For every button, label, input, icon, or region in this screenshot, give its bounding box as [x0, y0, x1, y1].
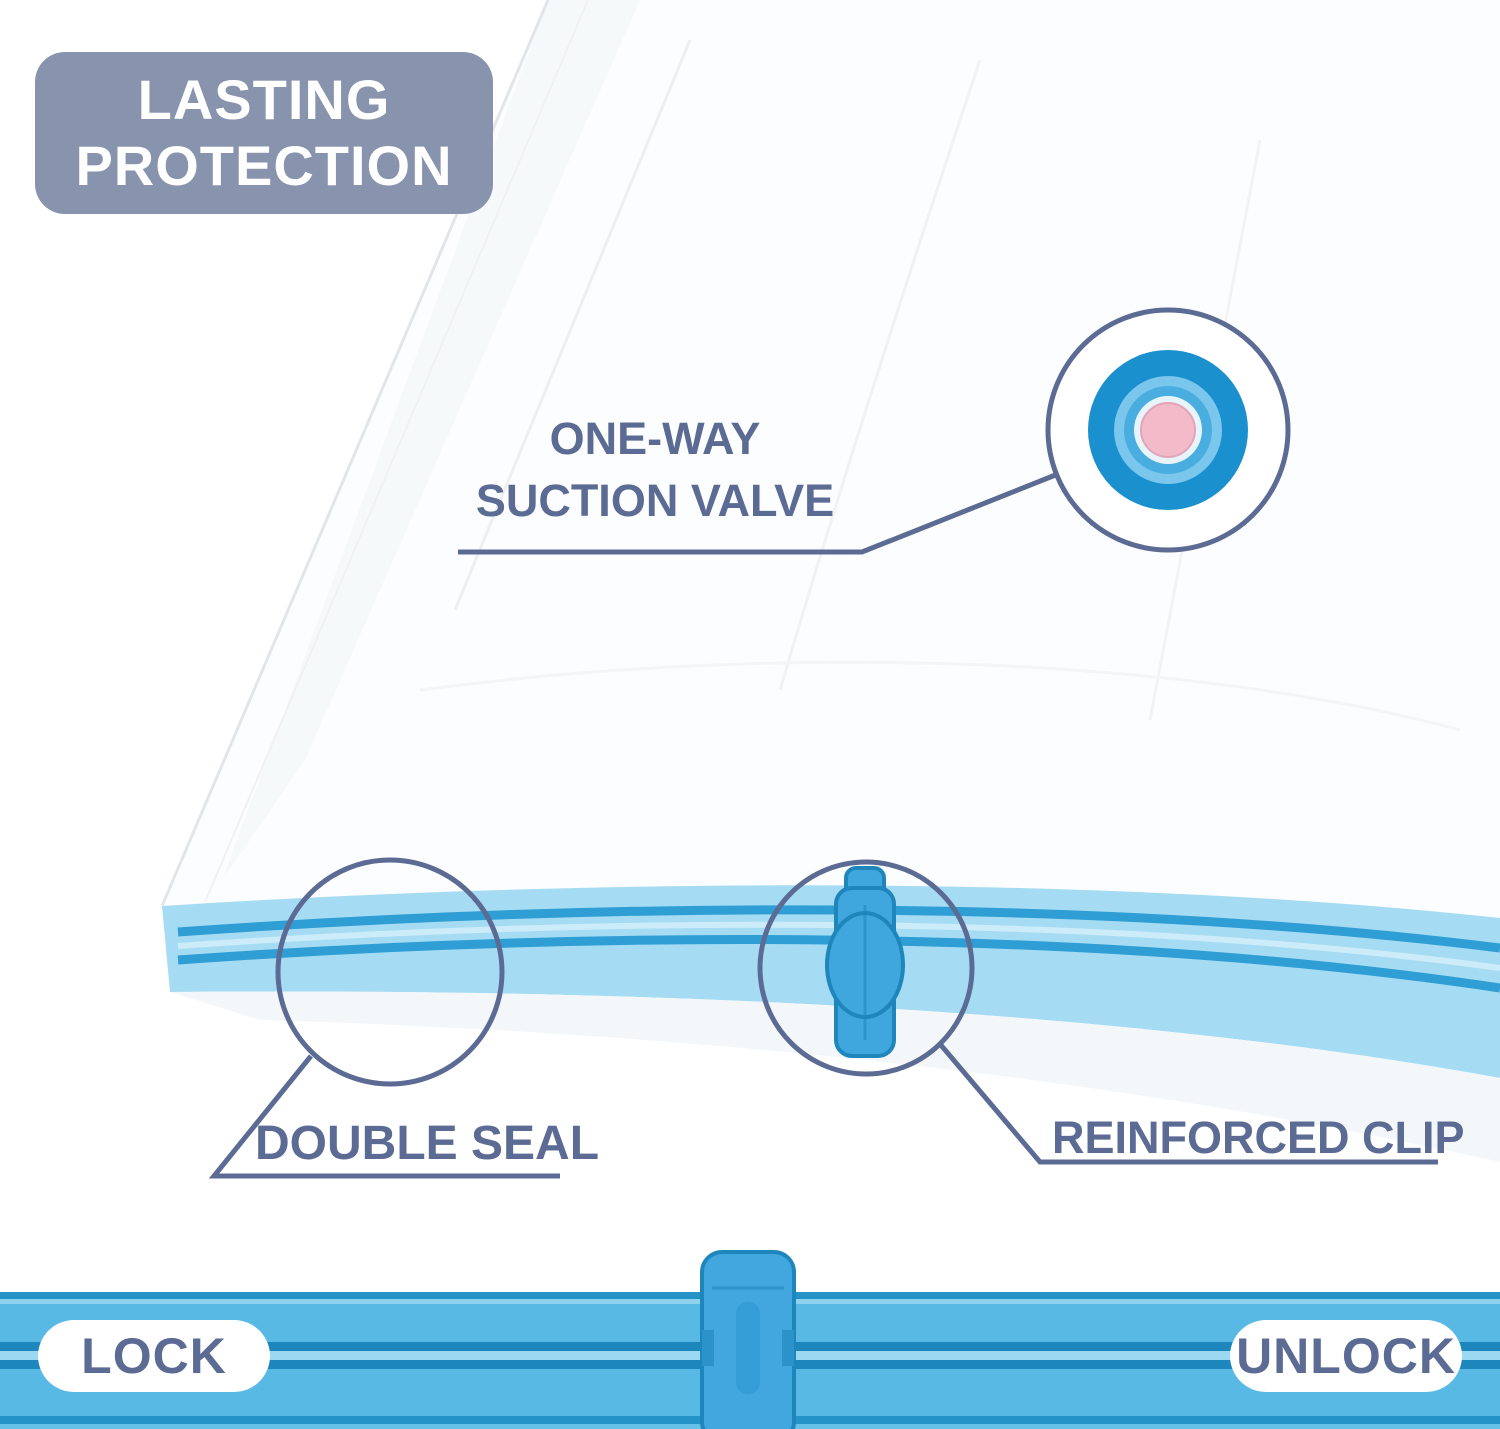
badge-line2: PROTECTION [75, 134, 453, 197]
double-seal-label: DOUBLE SEAL [255, 1117, 600, 1170]
lock-label: LOCK [81, 1328, 227, 1384]
suction-valve-icon [1088, 350, 1248, 510]
suction-valve-label-line2: SUCTION VALVE [475, 475, 835, 527]
suction-valve-label-line1: ONE-WAY [549, 413, 761, 464]
lock-pill: LOCK [38, 1320, 270, 1392]
lasting-protection-badge: LASTING PROTECTION [35, 52, 493, 214]
band-top-highlight [0, 1299, 1500, 1304]
reinforced-clip-label: REINFORCED CLIP [1052, 1112, 1465, 1163]
unlock-label: UNLOCK [1236, 1328, 1456, 1384]
band-top-edge [0, 1292, 1500, 1299]
badge-line1: LASTING [137, 67, 391, 131]
suction-valve-label: ONE-WAY SUCTION VALVE [425, 408, 885, 532]
reinforced-clip-icon [825, 866, 905, 1058]
band-bottom-highlight [0, 1424, 1500, 1429]
band-bottom-edge [0, 1416, 1500, 1424]
unlock-pill: UNLOCK [1230, 1320, 1462, 1392]
